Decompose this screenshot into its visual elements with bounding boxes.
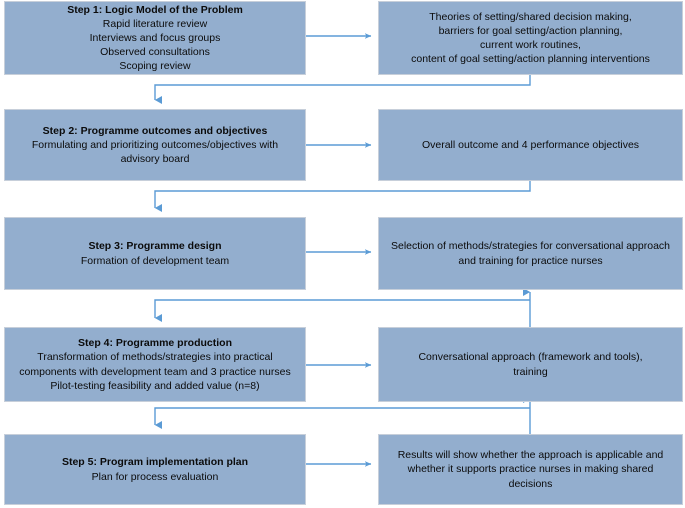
step-1-output-line-1: Theories of setting/shared decision maki… [429,10,632,23]
step-5-output-line-1: Results will show whether the approach i… [397,449,664,462]
step-3-output-box[interactable]: Selection of methods/strategies for conv… [378,217,683,290]
step-1-line-2: Interviews and focus groups [89,31,221,44]
step-1-output-line-3: current work routines, [480,39,581,51]
step-5-title: Step 5: Program implementation plan [61,456,249,469]
step-3-output-line-1: Selection of methods/strategies for conv… [391,240,670,253]
step-5-output-line-2: whether it supports practice nurses in m… [407,463,654,476]
arrow-output-2-to-step-3 [154,181,531,213]
step-1-output-box[interactable]: Theories of setting/shared decision maki… [378,1,683,75]
step-5-line-1: Plan for process evaluation [91,470,219,483]
step-2-title: Step 2: Programme outcomes and objective… [42,124,268,137]
step-4-output-line-1: Conversational approach (framework and t… [418,351,643,364]
step-1-line-3: Observed consultations [100,46,210,59]
step-4-title: Step 4: Programme production [77,337,233,350]
step-1-output-line-4: content of goal setting/action planning … [411,53,650,66]
step-4-box[interactable]: Step 4: Programme production Transformat… [4,327,306,402]
step-3-title: Step 3: Programme design [88,240,222,253]
step-1-box[interactable]: Step 1: Logic Model of the Problem Rapid… [4,1,306,75]
step-5-box[interactable]: Step 5: Program implementation plan Plan… [4,434,306,505]
step-2-output-line-1: Overall outcome and 4 performance object… [421,138,640,151]
step-1-line-4: Scoping review [119,60,191,73]
step-5-output-box[interactable]: Results will show whether the approach i… [378,434,683,505]
step-4-line-1: Transformation of methods/strategies int… [37,351,273,364]
step-4-line-2: components with development team and 3 p… [19,365,291,378]
arrow-output-4-to-step-5 [154,407,530,430]
arrow-output-3-to-step-4 [154,299,530,323]
step-4-line-3: Pilot-testing feasibility and added valu… [50,379,260,392]
step-4-output-box[interactable]: Conversational approach (framework and t… [378,327,683,402]
step-2-line-1: Formulating and prioritizing outcomes/ob… [31,138,279,151]
step-1-line-1: Rapid literature review [102,17,208,30]
arrow-output-1-to-step-2 [154,74,531,105]
step-5-output-line-3: decisions [508,477,553,490]
step-4-output-line-2: training [513,365,548,378]
step-2-output-box[interactable]: Overall outcome and 4 performance object… [378,109,683,181]
step-2-box[interactable]: Step 2: Programme outcomes and objective… [4,109,306,181]
step-3-line-1: Formation of development team [80,254,230,267]
step-1-title: Step 1: Logic Model of the Problem [67,3,243,16]
step-3-box[interactable]: Step 3: Programme design Formation of de… [4,217,306,290]
step-2-line-2: advisory board [120,153,190,166]
step-3-output-line-2: and training for practice nurses [458,254,603,267]
step-1-output-line-2: barriers for goal setting/action plannin… [438,24,623,37]
